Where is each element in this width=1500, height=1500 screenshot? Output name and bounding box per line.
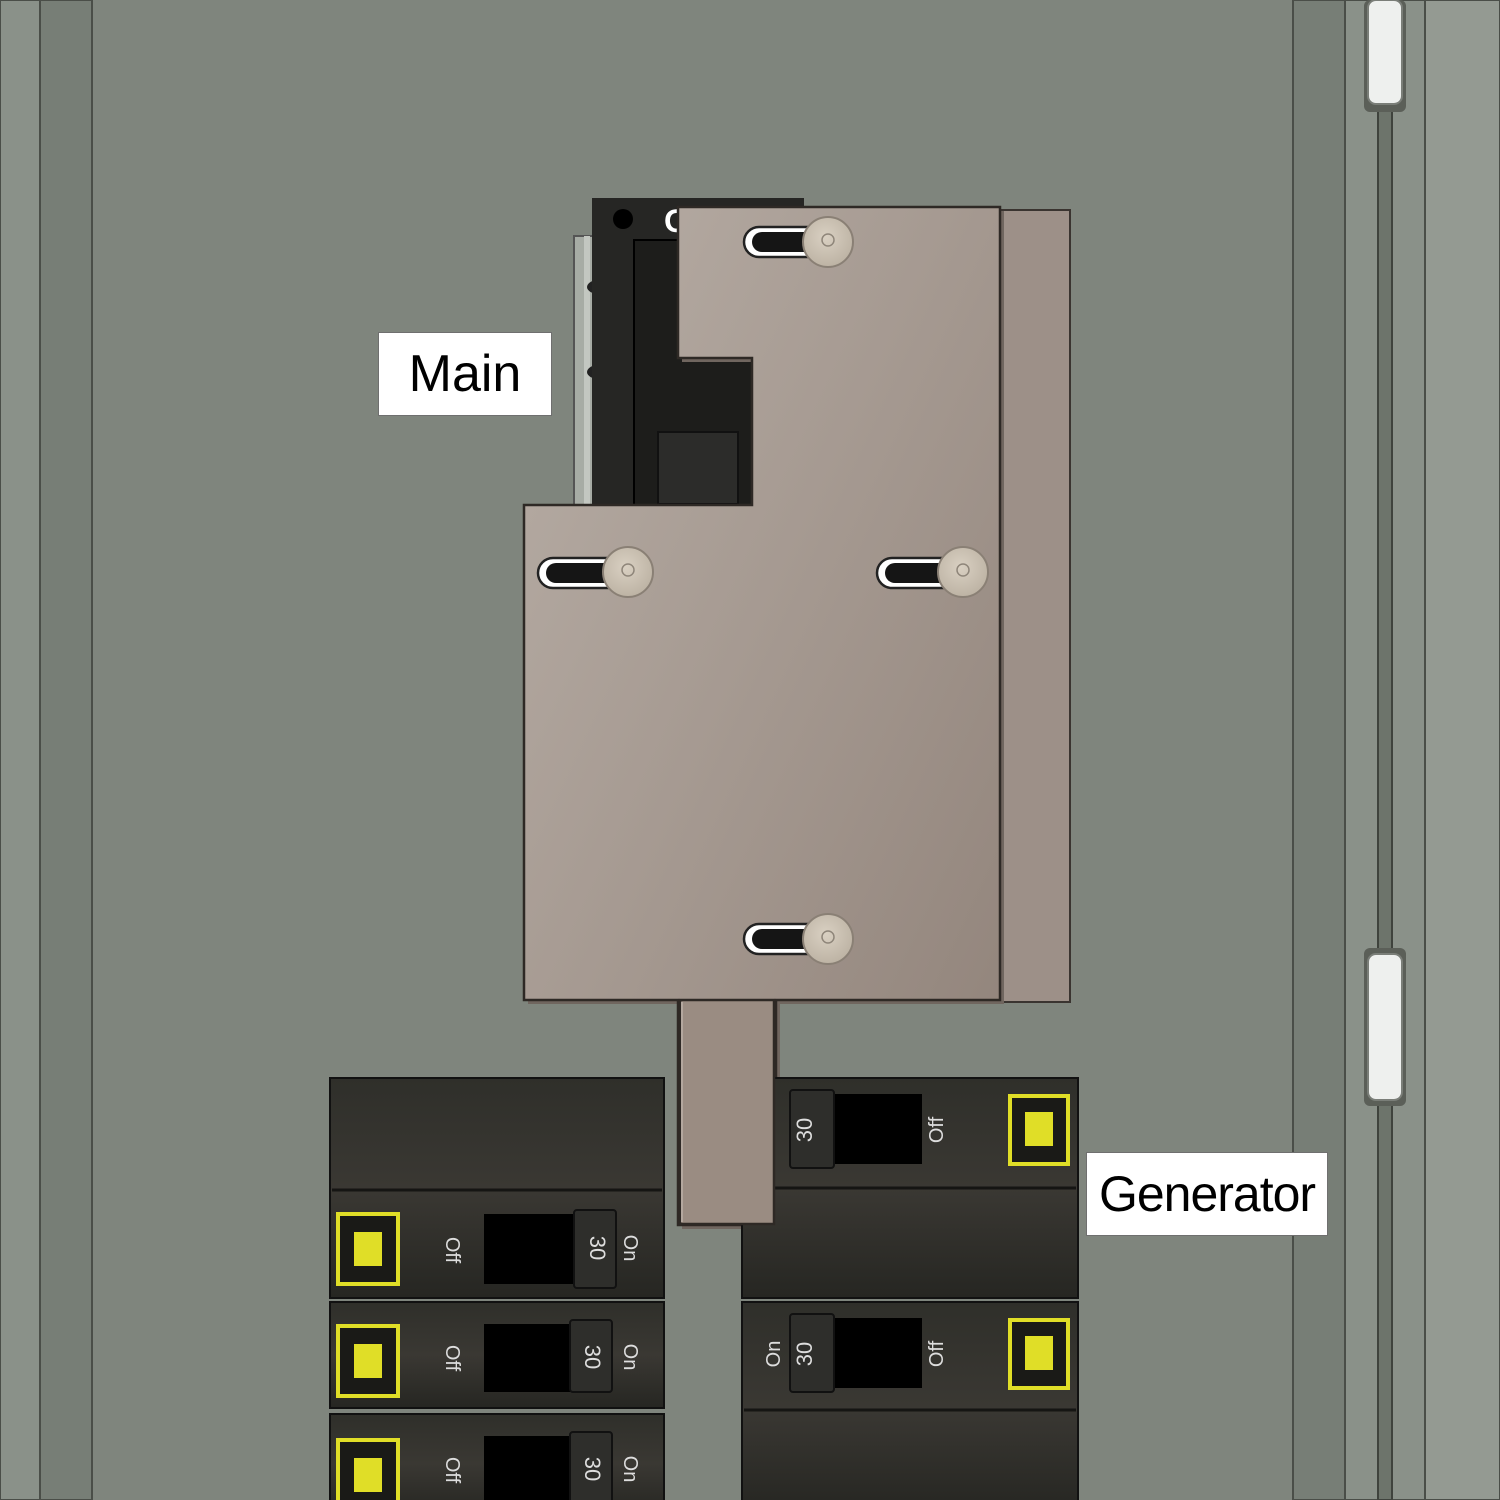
breaker-off-label: Off xyxy=(441,1237,463,1264)
breaker-handle[interactable] xyxy=(569,1319,613,1393)
interlock-slot-bolt-right[interactable] xyxy=(875,546,989,598)
breaker-indicator-light xyxy=(354,1458,382,1492)
breaker-rating-label: 30 xyxy=(580,1457,605,1481)
breaker-handle-slot xyxy=(484,1214,576,1284)
breaker-rating-label: 30 xyxy=(585,1236,610,1260)
breaker-handle-slot xyxy=(484,1436,572,1500)
hinge-bottom xyxy=(1364,948,1406,1106)
breaker-on-label: On xyxy=(619,1235,641,1262)
breaker-indicator-light xyxy=(354,1232,382,1266)
breaker-handle[interactable] xyxy=(789,1089,835,1169)
breaker-off-label: Off xyxy=(926,1340,948,1367)
breaker-handle-slot xyxy=(832,1318,922,1388)
breaker-rating-label: 30 xyxy=(792,1118,817,1142)
breaker-right-2[interactable]: Off 30 On xyxy=(763,1313,1070,1393)
breaker-indicator xyxy=(336,1324,400,1398)
breaker-handle-slot xyxy=(484,1324,572,1392)
panel-frame-left xyxy=(0,0,41,1500)
interlock-slot-bolt-left[interactable] xyxy=(536,546,654,598)
breaker-rating-label: 30 xyxy=(792,1342,817,1366)
interlock-slot-bolt-top[interactable] xyxy=(742,216,854,268)
breaker-indicator-light xyxy=(1025,1112,1053,1146)
breaker-rating-label: 30 xyxy=(580,1345,605,1369)
breaker-left-3[interactable]: Off 30 On xyxy=(336,1431,641,1500)
breaker-handle-slot xyxy=(832,1094,922,1164)
generator-label: Generator xyxy=(1086,1152,1328,1236)
hinge-top xyxy=(1364,0,1406,112)
breaker-off-label: Off xyxy=(441,1345,463,1372)
breaker-off-label: Off xyxy=(441,1457,463,1484)
interlock-plate[interactable] xyxy=(522,205,1071,1229)
panel-door xyxy=(1424,0,1500,1500)
main-breaker-handle xyxy=(657,431,739,505)
breaker-on-label: On xyxy=(763,1341,785,1368)
breaker-left-1[interactable]: Off 30 On xyxy=(336,1209,641,1289)
breaker-on-label: On xyxy=(619,1344,641,1371)
breaker-indicator-light xyxy=(1025,1336,1053,1370)
interlock-plate-body xyxy=(522,205,1002,1227)
breaker-on-label: On xyxy=(619,1456,641,1483)
breaker-off-label: Off xyxy=(926,1116,948,1143)
breaker-right-1[interactable]: Off 30 xyxy=(789,1089,1070,1169)
panel-frame-right-inner xyxy=(1292,0,1346,1500)
interlock-plate-flange xyxy=(999,209,1071,1003)
breaker-handle[interactable] xyxy=(573,1209,617,1289)
interlock-slot-bolt-bottom[interactable] xyxy=(742,913,854,965)
breaker-handle[interactable] xyxy=(789,1313,835,1393)
panel-door-seam xyxy=(1377,0,1393,1500)
breaker-left-2[interactable]: Off 30 On xyxy=(336,1319,641,1398)
main-breaker-screw-hole xyxy=(613,209,633,229)
panel-frame-left-inner xyxy=(39,0,93,1500)
breaker-indicator-light xyxy=(354,1344,382,1378)
main-label: Main xyxy=(378,332,552,416)
interlock-tongue xyxy=(678,998,776,1226)
breaker-handle[interactable] xyxy=(569,1431,613,1500)
